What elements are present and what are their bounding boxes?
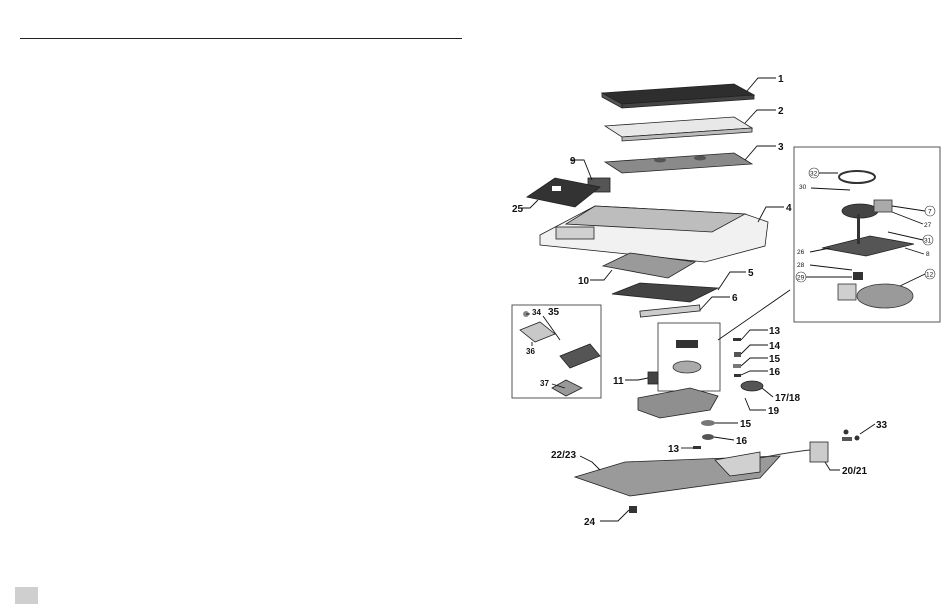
callout-13b: 13 — [668, 444, 680, 455]
callout-16b: 16 — [736, 436, 748, 447]
part-3-plate — [605, 153, 752, 173]
callout-6: 6 — [732, 293, 738, 304]
callout-20-21: 20/21 — [842, 466, 867, 477]
callout-8: 8 — [926, 251, 930, 258]
callout-17-18: 17/18 — [775, 393, 800, 404]
callout-14: 14 — [769, 341, 781, 352]
callout-25: 25 — [512, 204, 524, 215]
callout-26: 26 — [797, 249, 805, 256]
callout-35: 35 — [548, 307, 560, 318]
small-parts-right — [733, 338, 741, 377]
part-33-screws — [842, 430, 860, 442]
callout-33: 33 — [876, 420, 888, 431]
callout-28: 28 — [797, 262, 805, 269]
part-4-housing — [540, 206, 768, 262]
callout-13: 13 — [769, 326, 781, 337]
part-11-holder — [648, 372, 658, 384]
callout-32: 32 — [810, 171, 818, 178]
callout-19: 19 — [768, 406, 780, 417]
callout-7: 7 — [928, 209, 932, 216]
part-2-frame — [605, 117, 752, 141]
callout-12: 12 — [926, 272, 934, 279]
small-parts-lower — [693, 420, 715, 449]
callout-16: 16 — [769, 367, 781, 378]
callout-22-23: 22/23 — [551, 450, 576, 461]
callout-36: 36 — [526, 347, 535, 356]
part-22-23-base-plate — [575, 452, 780, 496]
callout-9: 9 — [570, 156, 576, 167]
part-6-strip — [640, 305, 700, 317]
callout-24: 24 — [584, 517, 596, 528]
part-24-foot — [629, 506, 637, 513]
callout-27: 27 — [924, 222, 932, 229]
callout-30: 30 — [799, 184, 807, 191]
part-5-bracket — [612, 283, 718, 302]
callout-4: 4 — [786, 203, 792, 214]
callout-10: 10 — [578, 276, 590, 287]
callout-2: 2 — [778, 106, 784, 117]
callout-3: 3 — [778, 142, 784, 153]
callout-11: 11 — [613, 376, 624, 387]
callout-1: 1 — [778, 74, 784, 85]
callout-37: 37 — [540, 379, 549, 388]
callout-34: 34 — [532, 308, 541, 317]
callout-29: 29 — [797, 275, 805, 282]
part-1-top-plate — [602, 84, 754, 108]
callout-31: 31 — [924, 238, 932, 245]
callout-15b: 15 — [740, 419, 752, 430]
center-inset-box — [658, 323, 720, 391]
callout-5: 5 — [748, 268, 754, 279]
callout-15: 15 — [769, 354, 781, 365]
